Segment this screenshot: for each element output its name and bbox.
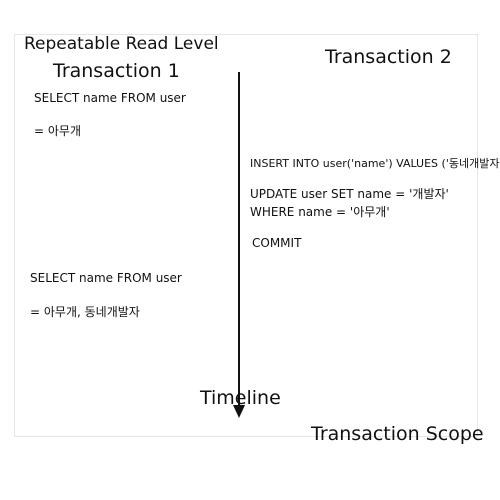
timeline-arrow (233, 72, 245, 418)
timeline-label: Timeline (200, 387, 281, 409)
transaction-1-second-result: = 아무개, 동네개발자 (30, 305, 140, 319)
transaction-1-first-result: = 아무개 (34, 124, 81, 138)
transaction-1-title: Transaction 1 (53, 60, 180, 82)
transaction-1-second-select: SELECT name FROM user (30, 271, 182, 285)
transaction-2-update-where: WHERE name = '아무개' (250, 205, 390, 219)
transaction-scope-frame (14, 34, 478, 437)
transaction-2-insert: INSERT INTO user('name') VALUES ('동네개발자'… (250, 157, 500, 170)
isolation-level-title: Repeatable Read Level (24, 34, 219, 54)
timeline-arrow-head (233, 405, 245, 418)
transaction-2-commit: COMMIT (252, 236, 302, 250)
transaction-1-first-select: SELECT name FROM user (34, 91, 186, 105)
transaction-2-title: Transaction 2 (325, 46, 452, 68)
transaction-scope-label: Transaction Scope (311, 423, 484, 445)
transaction-2-update: UPDATE user SET name = '개발자' (250, 187, 449, 201)
